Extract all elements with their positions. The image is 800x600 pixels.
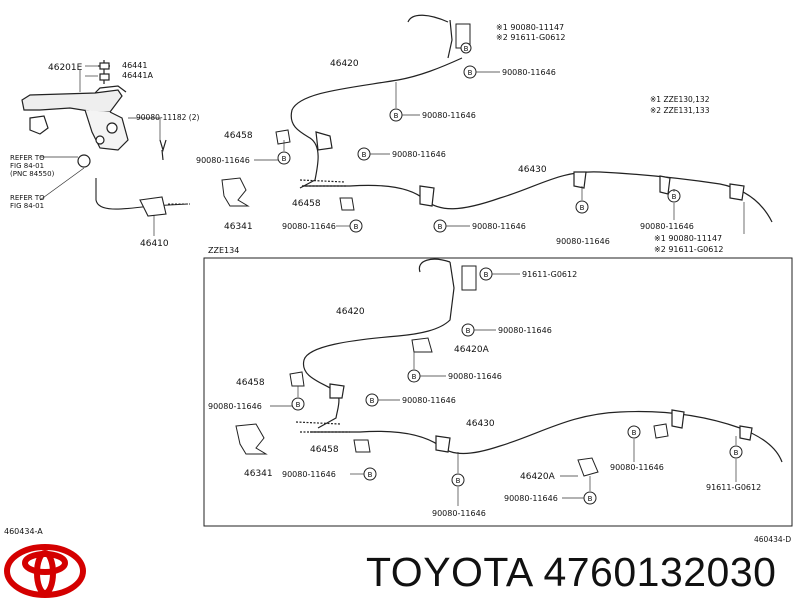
brand-name: TOYOTA	[366, 549, 532, 595]
grommet-b-mark: B	[464, 45, 469, 53]
part-number: 4760132030	[543, 549, 777, 595]
grommet-b-mark: B	[484, 271, 489, 279]
leader-lines-top	[39, 65, 161, 236]
label-refer-1: REFER TO	[10, 154, 45, 162]
inset-label-46341: 46341	[244, 469, 273, 479]
code-right: 460434-D	[754, 535, 791, 544]
label-refer-2: REFER TO	[10, 194, 45, 202]
inset-label-46458-b: 46458	[310, 445, 339, 455]
inset-label-i7: 90080-11646	[504, 494, 558, 503]
grommet-b-mark: B	[734, 449, 739, 457]
label-46201E: 46201E	[48, 63, 83, 73]
inset-label-i3: 90080-11646	[208, 402, 262, 411]
label-refer-2b: FIG 84-01	[10, 202, 44, 210]
label-c6: 90080-11646	[472, 222, 526, 231]
inset-label-i8: 90080-11646	[610, 463, 664, 472]
label-bolt-90080-11182: 90080-11182 (2)	[136, 113, 200, 122]
grommet-b-mark: B	[412, 373, 417, 381]
inset-label-i4: 90080-11646	[402, 396, 456, 405]
label-46458-top-a: 46458	[224, 131, 253, 141]
inset-label-46420: 46420	[336, 307, 365, 317]
grommet-b-mark: B	[368, 471, 373, 479]
inset-frame	[203, 257, 793, 527]
label-c1: 90080-11646	[502, 68, 556, 77]
label-c4: 90080-11646	[392, 150, 446, 159]
inset-label-i2: 90080-11646	[448, 372, 502, 381]
grommet-leaders-top	[254, 71, 745, 234]
grommet-b-mark: B	[468, 69, 473, 77]
brackets-top	[221, 23, 471, 211]
grommet-b-mark: B	[456, 477, 461, 485]
code-left: 460434-A	[4, 527, 43, 536]
toyota-logo-icon	[4, 544, 86, 598]
label-46420-top: 46420	[330, 59, 359, 69]
label-c3: 90080-11646	[196, 156, 250, 165]
label-46430-top: 46430	[518, 165, 547, 175]
grommet-b-mark: B	[394, 112, 399, 120]
lh-cable-46430	[302, 171, 773, 223]
grommet-markers-top: B B B B B B B B B	[277, 42, 681, 233]
label-top-1: ※1 90080-11147	[496, 23, 564, 32]
inset-label-i6: 90080-11646	[432, 509, 486, 518]
label-c8: 90080-11646	[640, 222, 694, 231]
inset-label-46420A-b: 46420A	[520, 472, 556, 482]
label-right-1: ※1 90080-11147	[654, 234, 722, 243]
inset-label-i1: 90080-11646	[498, 326, 552, 335]
grommet-b-mark: B	[632, 429, 637, 437]
label-c5: 90080-11646	[282, 222, 336, 231]
inset-grommet-markers: B B B B B B B B B B	[291, 267, 743, 505]
inset-title: ZZE134	[208, 246, 239, 255]
grommet-b-mark: B	[370, 397, 375, 405]
grommet-b-mark: B	[466, 327, 471, 335]
label-46341-top: 46341	[224, 222, 253, 232]
label-46458-top-b: 46458	[292, 199, 321, 209]
label-c2: 90080-11646	[422, 111, 476, 120]
front-cable-46410	[95, 178, 190, 217]
inset-label-i5: 90080-11646	[282, 470, 336, 479]
rh-cable-46420	[290, 14, 463, 189]
grommet-b-mark: B	[588, 495, 593, 503]
inset-lh-cable-46430	[300, 409, 783, 463]
inset-label-46430: 46430	[466, 419, 495, 429]
grommet-b-mark: B	[282, 155, 287, 163]
inset-brackets	[235, 265, 669, 477]
grommet-b-mark: B	[438, 223, 443, 231]
label-46441: 46441	[122, 61, 147, 70]
brand-part-number: TOYOTA 4760132030	[366, 547, 796, 597]
label-note-2: ※2 ZZE131,133	[650, 106, 710, 115]
inset-leaders	[270, 273, 737, 506]
grommet-b-mark: B	[580, 204, 585, 212]
label-top-2: ※2 91611-G0612	[496, 33, 566, 42]
labels-top: 46201E 46441 46441A 90080-11182 (2) REFE…	[10, 23, 724, 254]
label-refer-1c: (PNC 84550)	[10, 170, 55, 178]
inset-label-46420A-a: 46420A	[454, 345, 490, 355]
grommet-b-mark: B	[354, 223, 359, 231]
inset-label-46458-a: 46458	[236, 378, 265, 388]
label-note-1: ※1 ZZE130,132	[650, 95, 710, 104]
inset-labels: 46420 46430 46420A 46420A 46458 46458 46…	[208, 270, 761, 518]
label-46410: 46410	[140, 239, 169, 249]
grommet-b-mark: B	[672, 193, 677, 201]
label-right-2: ※2 91611-G0612	[654, 245, 724, 254]
label-refer-1b: FIG 84-01	[10, 162, 44, 170]
label-46441A: 46441A	[122, 71, 153, 80]
inset-label-g2: 91611-G0612	[706, 483, 761, 492]
grommet-b-mark: B	[362, 151, 367, 159]
inset-rh-cable-46420	[295, 258, 455, 429]
label-c7: 90080-11646	[556, 237, 610, 246]
inset-label-g1: 91611-G0612	[522, 270, 577, 279]
grommet-b-mark: B	[296, 401, 301, 409]
parking-brake-lever	[21, 60, 167, 168]
